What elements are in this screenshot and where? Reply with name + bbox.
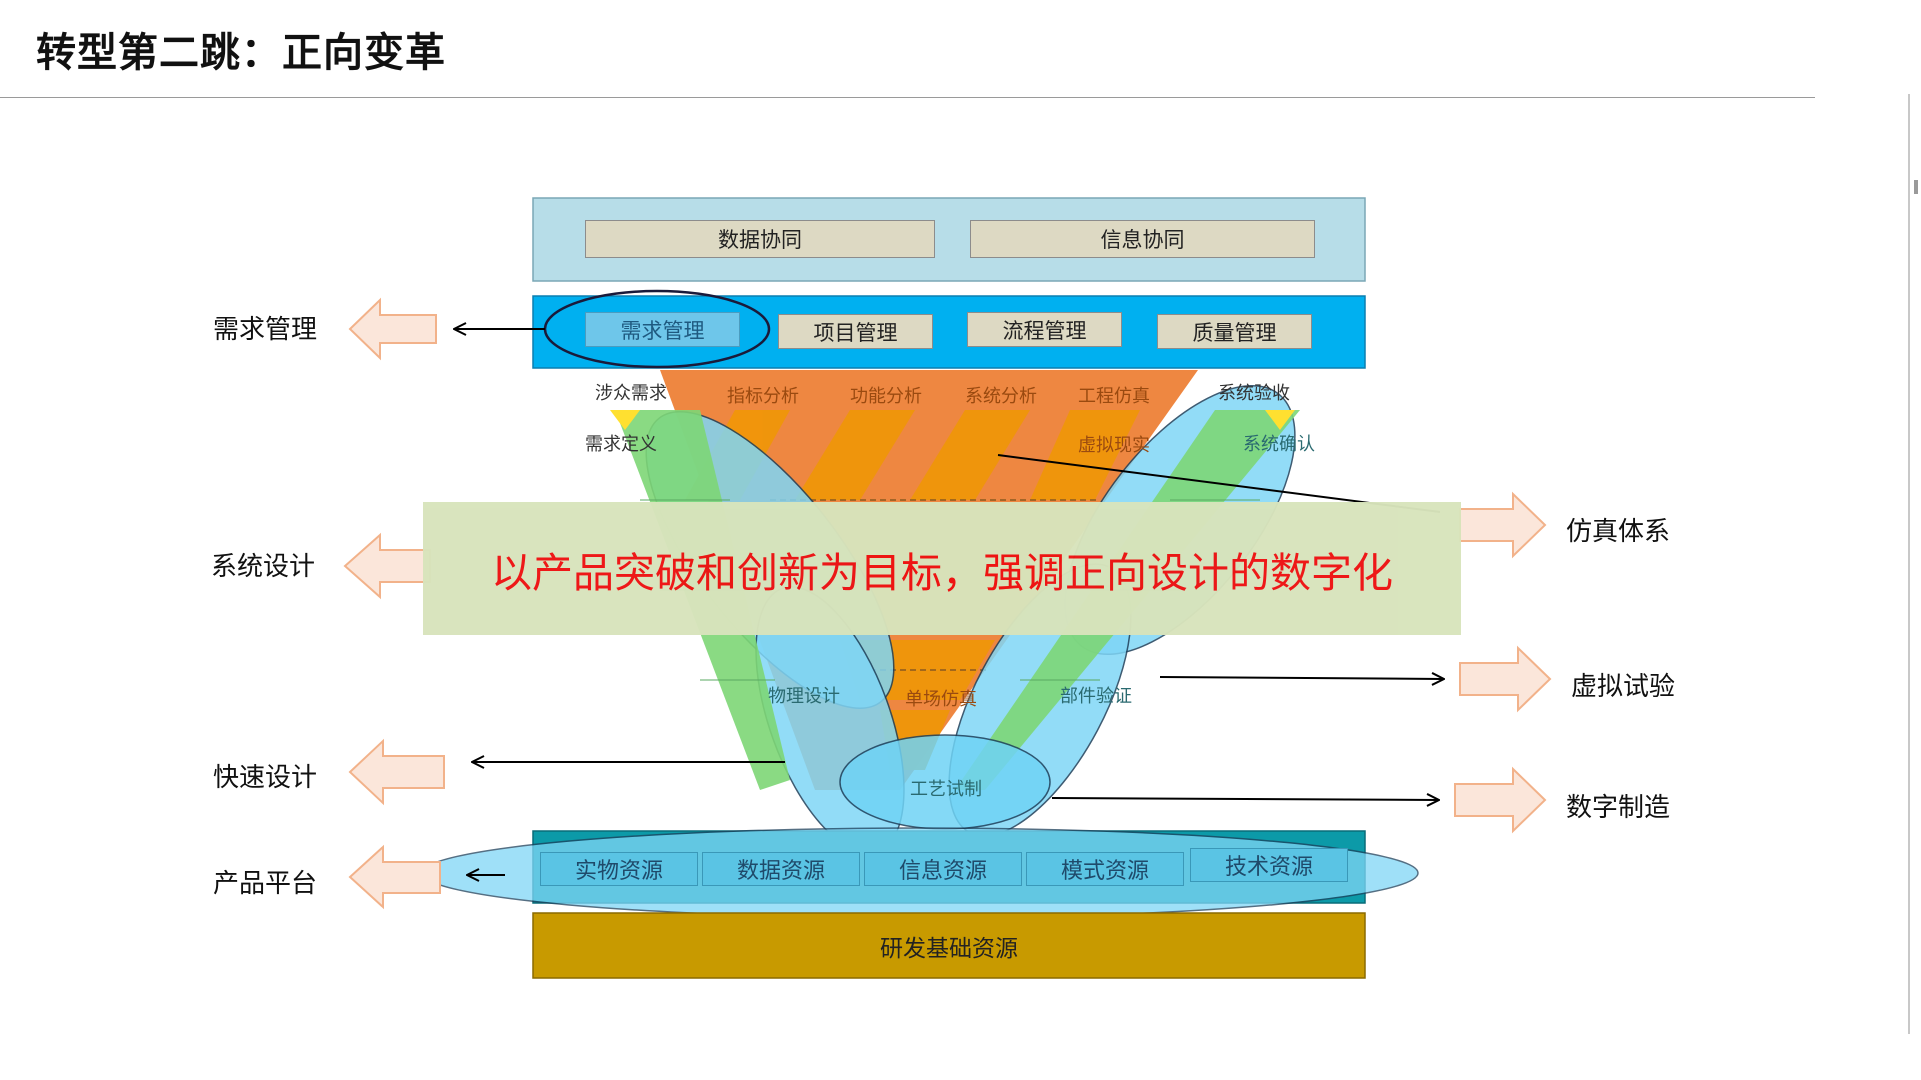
foundation-label: 研发基础资源 (880, 935, 1018, 962)
resource-cell-3: 模式资源 (1026, 852, 1184, 886)
label-engineering-sim: 工程仿真 (1078, 386, 1150, 407)
mgmt-cell-1: 项目管理 (778, 314, 933, 349)
foundation-band (532, 912, 1366, 979)
slide-title: 转型第二跳：正向变革 (36, 30, 446, 76)
mgmt-cell-0: 需求管理 (585, 312, 740, 347)
label-component-verify: 部件验证 (1060, 686, 1132, 707)
left-output-3: 产品平台 (213, 869, 318, 899)
label-indicator-analysis: 指标分析 (727, 386, 799, 407)
left-output-2: 快速设计 (213, 763, 318, 793)
label-system-analysis: 系统分析 (965, 386, 1037, 407)
label-system-acceptance: 系统验收 (1218, 383, 1290, 404)
hollow-arrow-left-3 (348, 738, 445, 806)
mgmt-cell-3: 质量管理 (1157, 314, 1312, 349)
label-stakeholder-req: 涉众需求 (595, 383, 667, 404)
right-output-2: 数字制造 (1566, 793, 1671, 823)
edge-divider (1908, 94, 1910, 1034)
edge-tick (1914, 180, 1918, 194)
hollow-arrow-right-2 (1459, 645, 1552, 713)
top-band-cell-0: 数据协同 (585, 220, 935, 258)
right-output-1: 虚拟试验 (1571, 672, 1676, 702)
title-divider (0, 97, 1815, 98)
hollow-arrow-left-2 (343, 532, 431, 600)
label-single-field-sim: 单场仿真 (905, 689, 977, 710)
label-function-analysis: 功能分析 (850, 386, 922, 407)
resource-cell-4: 技术资源 (1190, 848, 1348, 882)
label-process-trial: 工艺试制 (910, 779, 982, 800)
resource-cell-2: 信息资源 (864, 852, 1022, 886)
callout-banner: 以产品突破和创新为目标，强调正向设计的数字化 (423, 502, 1461, 635)
label-req-definition: 需求定义 (585, 434, 657, 455)
resource-cell-0: 实物资源 (540, 852, 698, 886)
top-band-cell-1: 信息协同 (970, 220, 1315, 258)
label-system-confirm: 系统确认 (1243, 434, 1315, 455)
hollow-arrow-left-1 (348, 297, 437, 361)
right-output-0: 仿真体系 (1566, 517, 1671, 547)
left-output-0: 需求管理 (213, 315, 318, 345)
resource-cell-1: 数据资源 (702, 852, 860, 886)
hollow-arrow-right-3 (1454, 766, 1547, 834)
hollow-arrow-right-1 (1459, 491, 1547, 559)
label-virtual-reality: 虚拟现实 (1078, 435, 1150, 456)
label-physical-design: 物理设计 (768, 686, 840, 707)
mgmt-cell-2: 流程管理 (967, 312, 1122, 347)
left-output-1: 系统设计 (211, 552, 316, 582)
hollow-arrow-left-4 (348, 844, 441, 910)
